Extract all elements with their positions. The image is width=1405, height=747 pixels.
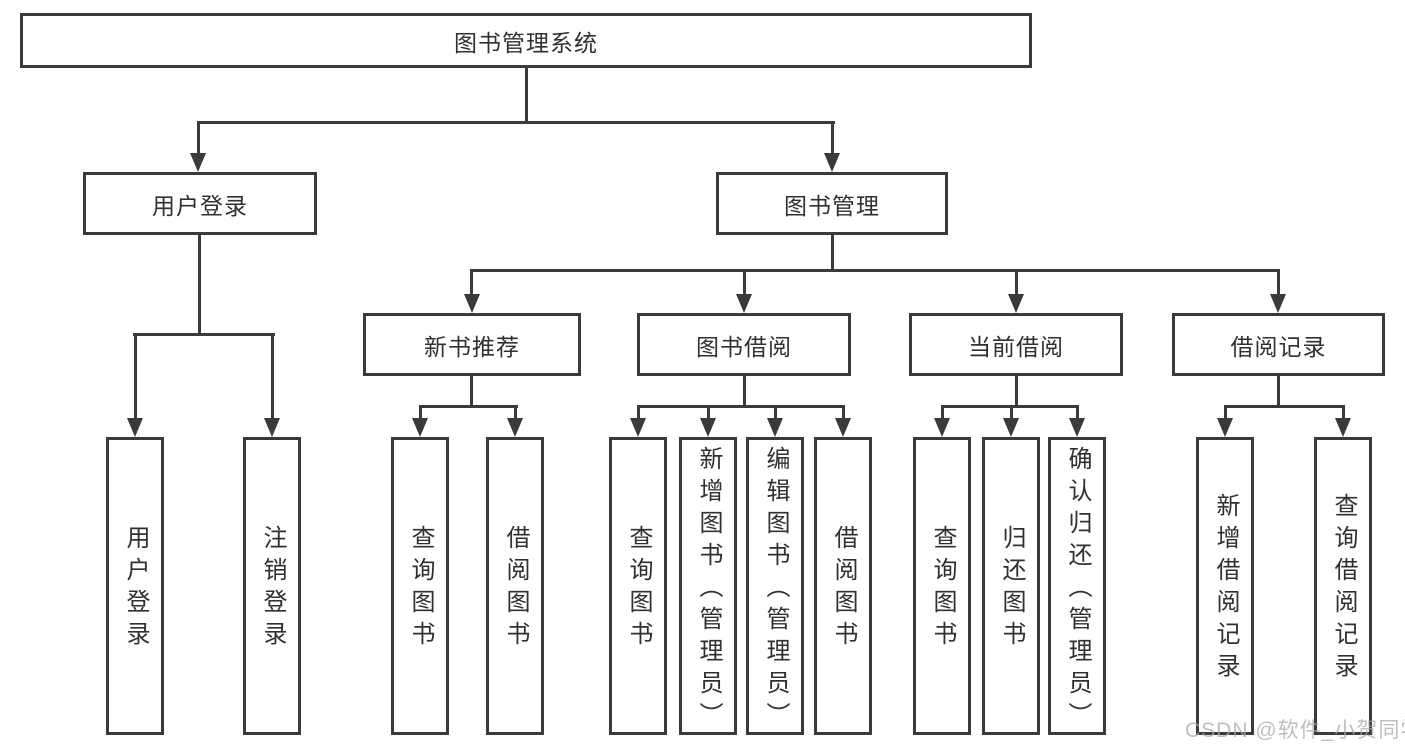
node-library-system: 图书管理系统 — [20, 13, 1032, 68]
node-user-login: 用户登录 — [83, 172, 317, 235]
arrow-down-icon — [464, 294, 480, 313]
leaf-bb-edit-book-admin: 编辑图书（管理员） — [746, 437, 804, 735]
arrow-down-icon — [736, 294, 752, 313]
arrow-down-icon — [507, 418, 523, 437]
connector-line — [470, 269, 1280, 272]
connector-line — [419, 405, 518, 408]
leaf-nb-query-books: 查询图书 — [391, 437, 449, 735]
connector-line — [707, 405, 710, 418]
arrow-down-icon — [700, 418, 716, 437]
arrow-down-icon — [264, 418, 280, 437]
leaf-bb-add-book-admin: 新增图书（管理员） — [679, 437, 737, 735]
leaf-cb-return-books: 归还图书 — [982, 437, 1040, 735]
connector-line — [774, 405, 777, 418]
connector-line — [198, 235, 201, 336]
connector-line — [941, 405, 944, 418]
leaf-cb-confirm-return-admin: 确认归还（管理员） — [1048, 437, 1106, 735]
connector-line — [1076, 405, 1079, 418]
connector-line — [133, 333, 275, 336]
connector-line — [1015, 269, 1018, 294]
arrow-down-icon — [190, 153, 206, 172]
arrow-down-icon — [1069, 418, 1085, 437]
connector-line — [470, 269, 473, 294]
node-current-borrowing: 当前借阅 — [909, 313, 1123, 376]
connector-line — [637, 405, 640, 418]
arrow-down-icon — [1008, 294, 1024, 313]
connector-line — [831, 235, 834, 272]
leaf-cb-query-books: 查询图书 — [913, 437, 971, 735]
connector-line — [470, 376, 473, 408]
node-new-book-recommendation: 新书推荐 — [363, 313, 581, 376]
connector-line — [419, 405, 422, 418]
connector-line — [197, 121, 200, 153]
leaf-logout: 注销登录 — [243, 437, 301, 735]
leaf-bb-borrow-books: 借阅图书 — [814, 437, 872, 735]
leaf-nb-borrow-books: 借阅图书 — [486, 437, 544, 735]
leaf-user-login: 用户登录 — [106, 437, 164, 735]
watermark: CSDN @软件_小贺同学 — [1185, 719, 1405, 742]
connector-line — [1010, 405, 1013, 418]
arrow-down-icon — [1270, 294, 1286, 313]
connector-line — [842, 405, 845, 418]
connector-line — [514, 405, 517, 418]
arrow-down-icon — [934, 418, 950, 437]
leaf-br-add-borrow-record: 新增借阅记录 — [1196, 437, 1254, 735]
leaf-br-query-borrow-record: 查询借阅记录 — [1314, 437, 1372, 735]
arrow-down-icon — [412, 418, 428, 437]
connector-line — [831, 121, 834, 153]
connector-line — [1277, 376, 1280, 408]
arrow-down-icon — [1217, 418, 1233, 437]
arrow-down-icon — [824, 153, 840, 172]
connector-line — [1015, 376, 1018, 408]
arrow-down-icon — [1335, 418, 1351, 437]
connector-line — [134, 333, 137, 418]
arrow-down-icon — [835, 418, 851, 437]
connector-line — [1277, 269, 1280, 294]
connector-line — [197, 121, 835, 124]
connector-line — [1224, 405, 1345, 408]
node-borrowing-records: 借阅记录 — [1172, 313, 1385, 376]
arrow-down-icon — [127, 418, 143, 437]
connector-line — [1224, 405, 1227, 418]
connector-line — [271, 333, 274, 418]
connector-line — [1342, 405, 1345, 418]
arrow-down-icon — [1003, 418, 1019, 437]
connector-line — [637, 405, 845, 408]
connector-line — [743, 376, 746, 408]
arrow-down-icon — [630, 418, 646, 437]
node-book-borrowing: 图书借阅 — [637, 313, 851, 376]
arrow-down-icon — [767, 418, 783, 437]
connector-line — [525, 68, 528, 124]
leaf-bb-query-books: 查询图书 — [609, 437, 667, 735]
node-book-management: 图书管理 — [716, 172, 948, 235]
connector-line — [743, 269, 746, 294]
